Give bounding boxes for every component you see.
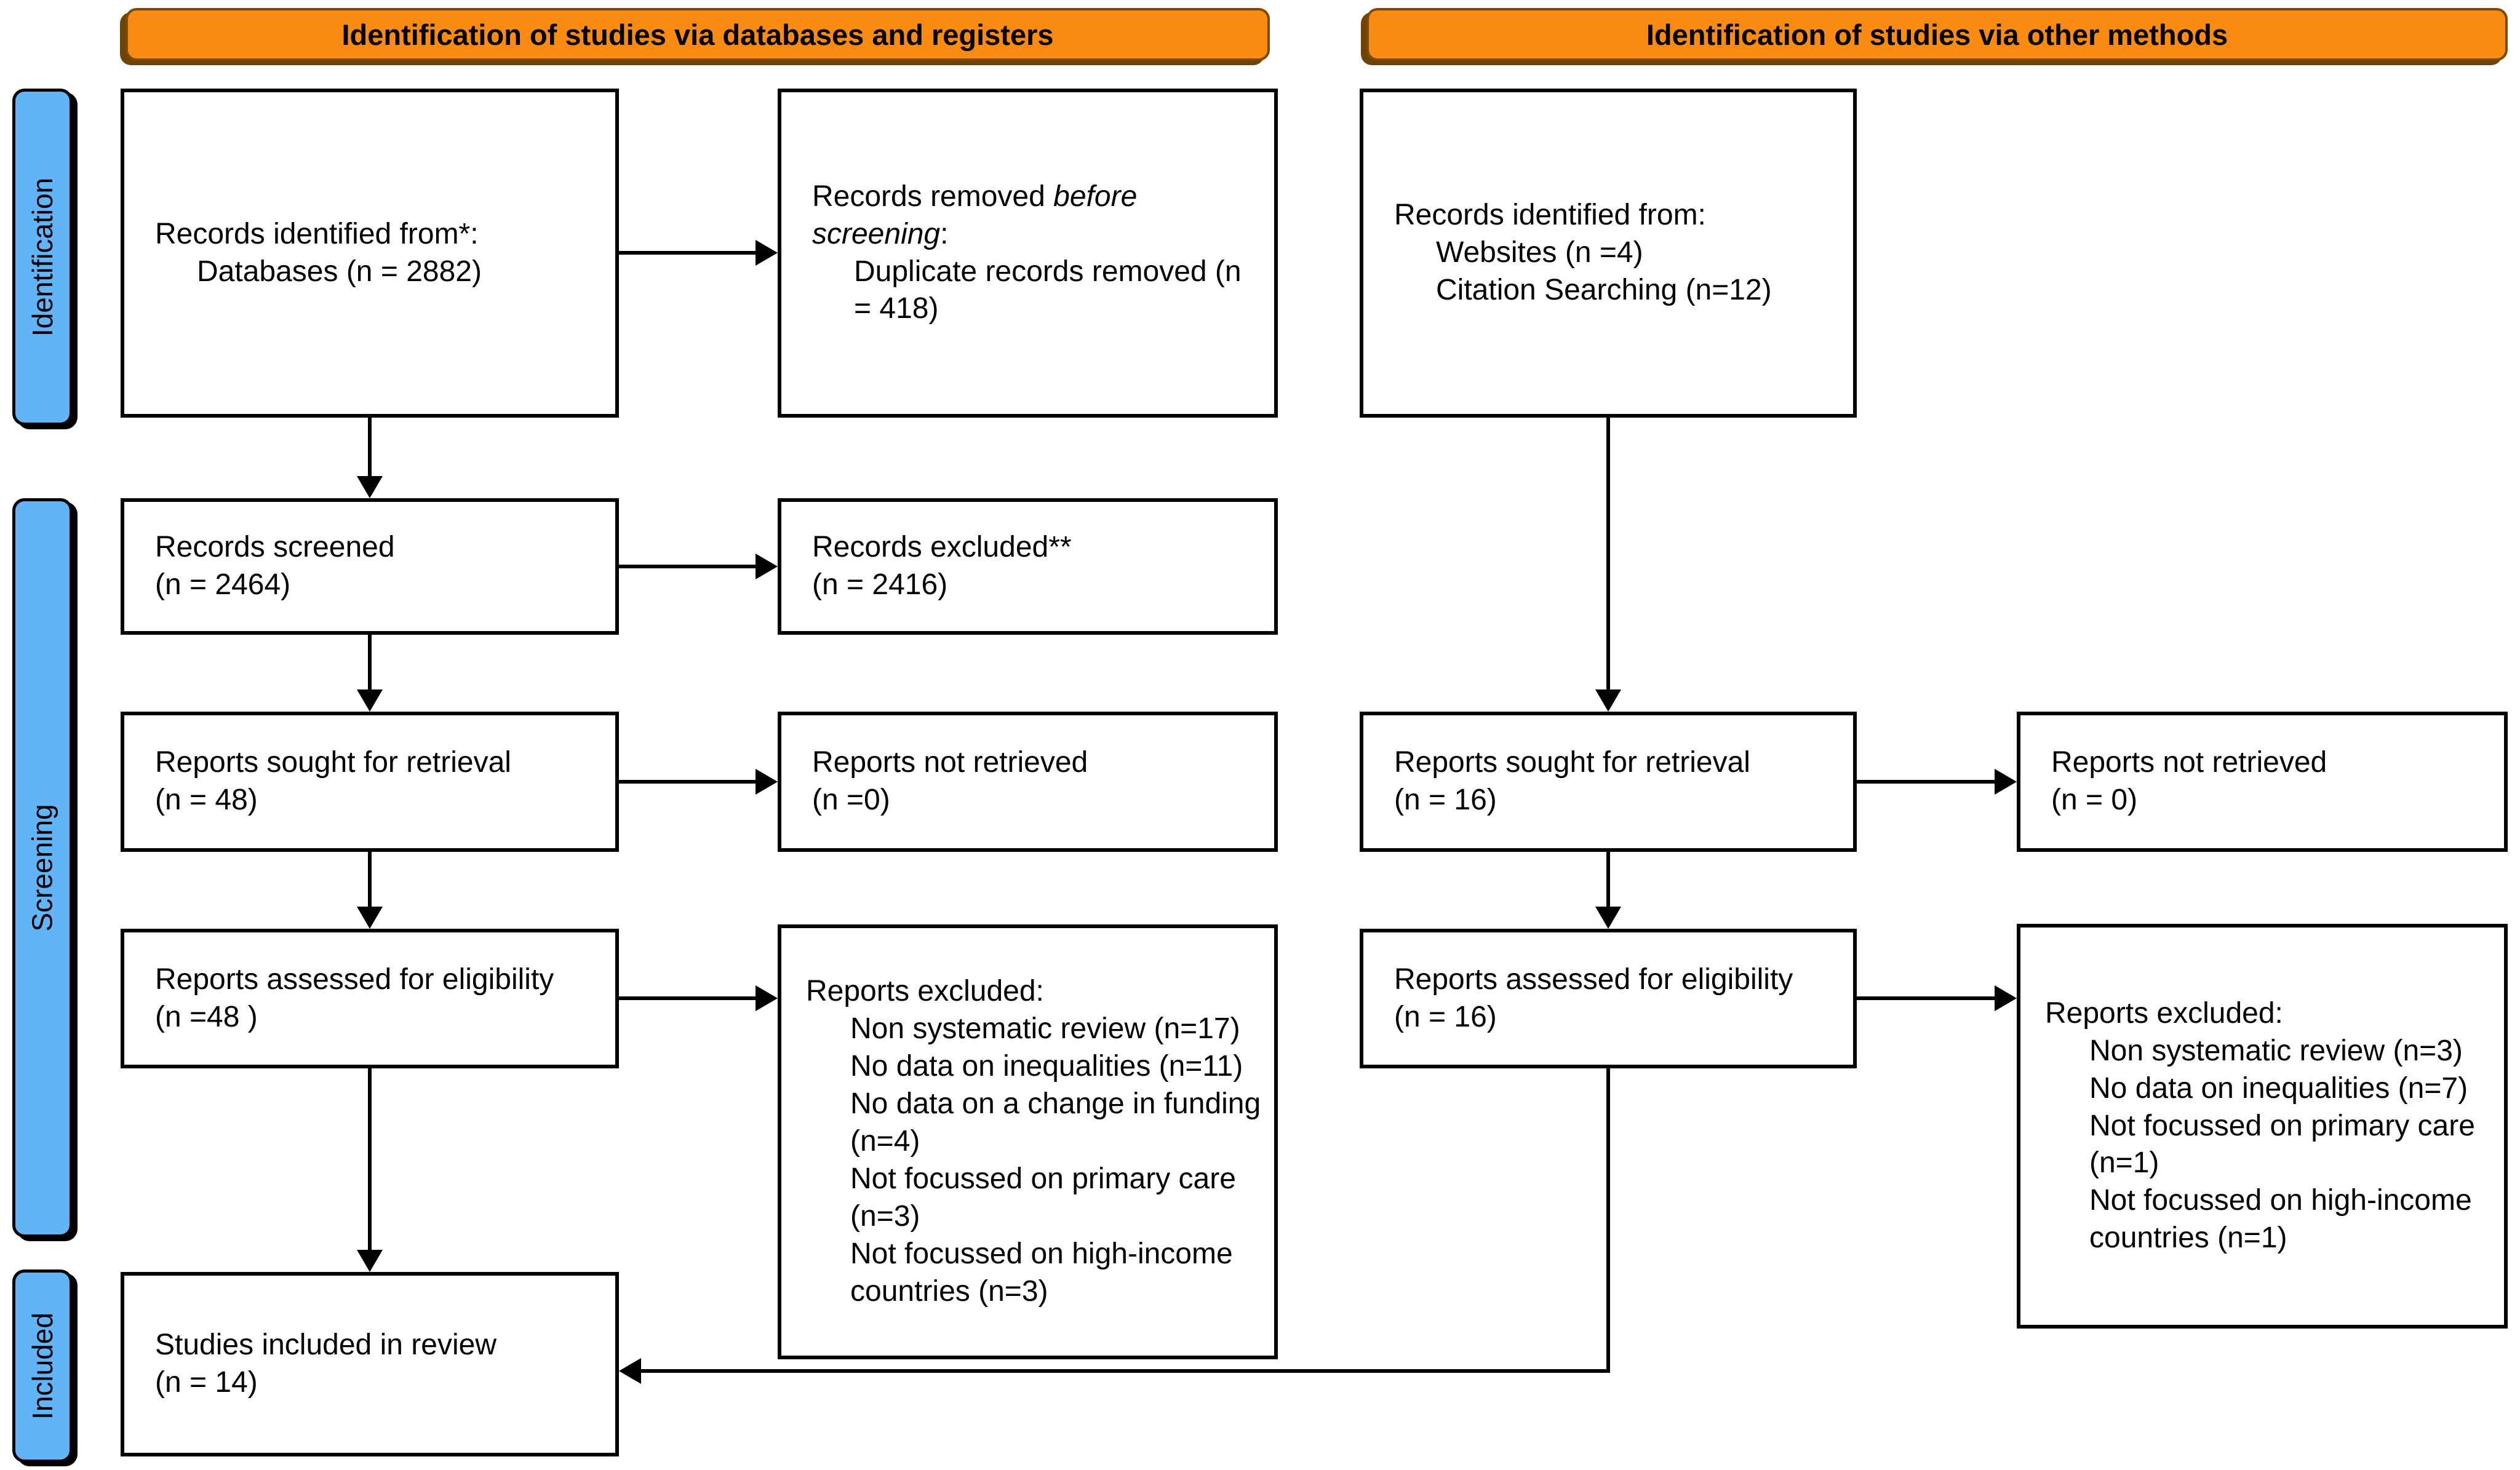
box-item: No data on inequalities (n=11) — [850, 1050, 1243, 1083]
arrow-screened-to-excluded — [619, 554, 778, 579]
header-other-methods: Identification of studies via other meth… — [1366, 8, 2508, 61]
box-line: (n = 14) — [155, 1366, 258, 1399]
box-line: (n = 0) — [2051, 784, 2138, 816]
box-line: (n = 48) — [155, 784, 258, 816]
box-line: Reports not retrieved — [812, 746, 1088, 779]
box-records-excluded: Records excluded** (n = 2416) — [778, 498, 1278, 635]
box-reports-excluded-other: Reports excluded: Non systematic review … — [2017, 924, 2508, 1329]
stage-label-included-text: Included — [26, 1313, 59, 1420]
arrow-other-sought-to-assessed — [1595, 852, 1621, 929]
header-databases-registers: Identification of studies via databases … — [126, 8, 1270, 61]
header-other-methods-label: Identification of studies via other meth… — [1646, 18, 2228, 51]
box-records-identified-other: Records identified from: Websites (n =4)… — [1360, 89, 1857, 418]
box-title: Reports excluded: — [806, 975, 1044, 1008]
box-line: Records screened — [155, 531, 395, 564]
box-item: Not focussed on high-income countries (n… — [2089, 1184, 2472, 1255]
stage-label-identification: Identification — [12, 89, 73, 426]
box-reports-not-retrieved-databases: Reports not retrieved (n =0) — [778, 712, 1278, 852]
box-line: Reports sought for retrieval — [155, 746, 511, 779]
box-line: Records excluded** — [812, 531, 1072, 564]
box-item: Duplicate records removed (n = 418) — [854, 255, 1242, 325]
italic-before-screening: before screening — [812, 180, 1138, 250]
arrow-other-assessed-to-reports-excluded — [1857, 985, 2017, 1011]
box-title: Reports excluded: — [2045, 996, 2283, 1030]
box-title: Records identified from: — [1394, 199, 1706, 232]
box-item: Databases (n = 2882) — [197, 255, 482, 288]
box-records-screened: Records screened (n = 2464) — [121, 498, 619, 635]
box-title: Records removed before screening: — [812, 180, 1138, 250]
box-line: (n = 16) — [1394, 784, 1497, 816]
box-item: Citation Searching (n=12) — [1436, 273, 1772, 306]
box-records-identified-databases: Records identified from*: Databases (n =… — [121, 89, 619, 418]
box-item: Not focussed on high-income countries (n… — [850, 1237, 1233, 1308]
box-item: No data on inequalities (n=7) — [2089, 1071, 2468, 1105]
arrow-assessed-to-reports-excluded — [619, 985, 778, 1011]
stage-label-included: Included — [12, 1269, 73, 1463]
box-item: Not focussed on primary care (n=1) — [2089, 1109, 2475, 1180]
arrow-sought-to-not-retrieved — [619, 769, 778, 795]
arrow-identified-to-screened — [357, 418, 383, 498]
box-item: No data on a change in funding (n=4) — [850, 1087, 1261, 1158]
box-studies-included: Studies included in review (n = 14) — [121, 1272, 619, 1456]
box-reports-sought-other: Reports sought for retrieval (n = 16) — [1360, 712, 1857, 852]
arrow-assessed-to-included — [357, 1068, 383, 1272]
box-line: (n = 2416) — [812, 568, 948, 601]
stage-label-identification-text: Identification — [26, 177, 58, 337]
header-databases-registers-label: Identification of studies via databases … — [341, 18, 1054, 51]
box-item: Non systematic review (n=17) — [850, 1012, 1240, 1046]
arrow-other-identified-to-sought — [1595, 418, 1621, 712]
box-reports-sought-databases: Reports sought for retrieval (n = 48) — [121, 712, 619, 852]
box-reports-assessed-other: Reports assessed for eligibility (n = 16… — [1360, 929, 1857, 1068]
box-line: (n = 2464) — [155, 568, 291, 601]
stage-label-screening: Screening — [12, 498, 73, 1238]
box-line: Studies included in review — [155, 1329, 496, 1362]
box-reports-not-retrieved-other: Reports not retrieved (n = 0) — [2017, 712, 2508, 852]
box-line: (n =48 ) — [155, 1000, 258, 1033]
box-line: Reports sought for retrieval — [1394, 746, 1750, 779]
box-item: Websites (n =4) — [1436, 236, 1643, 269]
box-line: (n = 16) — [1394, 1000, 1497, 1033]
box-reports-assessed-databases: Reports assessed for eligibility (n =48 … — [121, 929, 619, 1068]
arrow-other-sought-to-not-retrieved — [1857, 769, 2017, 795]
box-line: Reports not retrieved — [2051, 746, 2327, 779]
box-line: Reports assessed for eligibility — [155, 963, 554, 996]
arrow-screened-to-sought — [357, 635, 383, 712]
arrow-sought-to-assessed — [357, 852, 383, 929]
box-line: (n =0) — [812, 784, 890, 816]
box-records-removed-before-screening: Records removed before screening: Duplic… — [778, 89, 1278, 418]
arrow-identified-to-removed — [619, 240, 778, 266]
stage-label-screening-text: Screening — [26, 804, 59, 932]
box-item: Not focussed on primary care (n=3) — [850, 1162, 1236, 1233]
box-item: Non systematic review (n=3) — [2089, 1034, 2463, 1067]
box-line: Reports assessed for eligibility — [1394, 963, 1793, 996]
box-reports-excluded-databases: Reports excluded: Non systematic review … — [778, 924, 1278, 1359]
box-title: Records identified from*: — [155, 217, 479, 250]
